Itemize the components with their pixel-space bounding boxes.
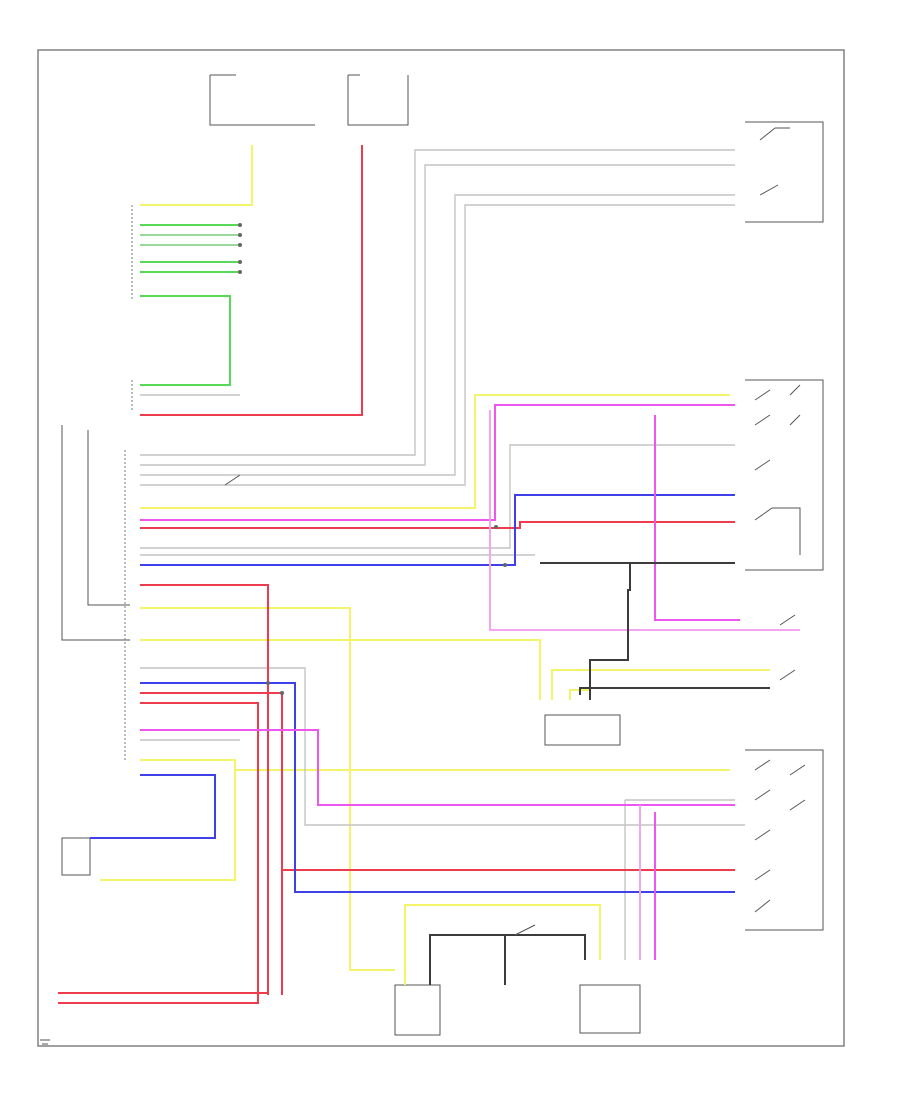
red-wires [58, 145, 735, 1004]
module-connectors [124, 205, 133, 760]
top-fuse-boxes [209, 74, 409, 126]
switch-contacts [224, 127, 806, 936]
black-wires [429, 562, 770, 985]
connector-pins [238, 223, 507, 695]
yellow-wires [100, 145, 770, 985]
green-wires [140, 224, 240, 386]
magenta-wires [140, 404, 800, 960]
component-boxes [61, 121, 824, 1036]
diagram-frame [37, 49, 845, 1047]
ground-symbols [40, 1039, 50, 1045]
blue-wires [90, 494, 735, 893]
gray-wires [140, 149, 745, 960]
